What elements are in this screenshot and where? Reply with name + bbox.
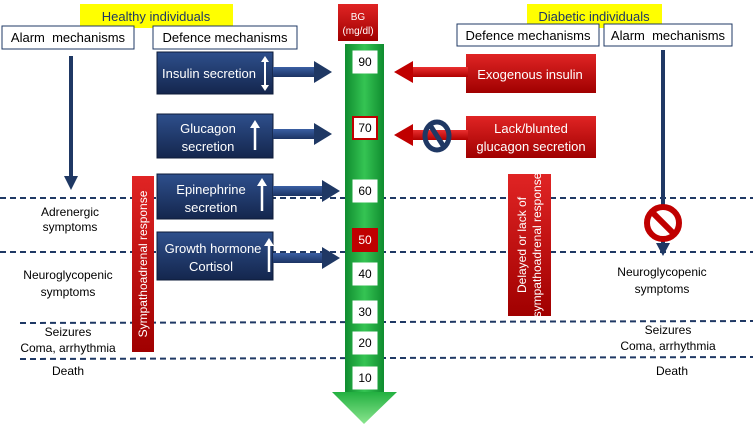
symptom-death-left: Death xyxy=(52,364,84,378)
bg-level-label: 50 xyxy=(358,233,372,247)
defence-box-glucagon: Glucagon secretion xyxy=(156,113,274,159)
defence-box-epinephrine: Epinephrine secretion xyxy=(156,173,274,220)
bg-level-label: 10 xyxy=(358,371,372,385)
bg-header-line1: BG xyxy=(351,12,366,23)
right-alarm-arrow xyxy=(656,50,670,256)
bg-levels: 90 70 60 50 40 30 20 10 xyxy=(352,50,378,390)
bg-level-40: 40 xyxy=(352,262,378,286)
defence-label-glucagon-1: Glucagon xyxy=(180,121,236,136)
left-alarm-header-box xyxy=(1,25,135,50)
up-down-arrow-icon xyxy=(261,56,269,91)
symptom-neuroglycopenic-right-2: symptoms xyxy=(635,282,690,296)
blocked-icon-glucagon xyxy=(422,119,452,153)
diabetic-title: Diabetic individuals xyxy=(538,9,650,24)
defence-box-growth-hormone: Growth hormone Cortisol xyxy=(156,231,274,281)
bg-header: BG (mg/dl) xyxy=(338,4,378,41)
bg-level-50: 50 xyxy=(352,228,378,252)
left-alarm-arrow xyxy=(64,56,78,190)
bg-level-label: 90 xyxy=(358,55,372,69)
right-defence-header-box xyxy=(456,23,600,47)
defence-arrow-glucagon xyxy=(273,123,332,145)
left-alarm-header: Alarm mechanisms xyxy=(11,30,126,45)
bg-level-box xyxy=(352,300,378,324)
bg-level-60: 60 xyxy=(352,179,378,203)
defence-arrow-lack-glucagon xyxy=(394,124,468,146)
symptom-neuroglycopenic-left-2: symptoms xyxy=(41,285,96,299)
bg-level-label: 40 xyxy=(358,267,372,281)
defence-arrow-insulin xyxy=(273,61,332,83)
defence-box-lack-glucagon: Lack/blunted glucagon secretion xyxy=(466,116,596,158)
defence-label-glucagon-2: secretion xyxy=(182,139,235,154)
symptom-death-right: Death xyxy=(656,364,688,378)
symptom-adrenergic-1: Adrenergic xyxy=(41,205,99,219)
right-alarm-header: Alarm mechanisms xyxy=(611,28,726,43)
bg-level-box xyxy=(352,50,378,74)
threshold-line-30 xyxy=(19,320,753,324)
defence-label-lack-1: Lack/blunted xyxy=(494,121,568,136)
bg-level-box xyxy=(352,179,378,203)
defence-arrow-epinephrine xyxy=(273,180,340,202)
bg-level-20: 20 xyxy=(352,331,378,355)
left-defence-header: Defence mechanisms xyxy=(163,30,288,45)
bg-level-label: 60 xyxy=(358,184,372,198)
up-arrow-icon xyxy=(264,238,274,272)
defence-arrow-exogenous xyxy=(394,61,468,83)
delayed-sympathoadrenal-box: Delayed or lack of sympathoadrenal respo… xyxy=(508,172,551,317)
defence-box-exogenous-insulin: Exogenous insulin xyxy=(466,54,596,93)
defence-label-epinephrine-2: secretion xyxy=(185,200,238,215)
symptom-seizures-left-1: Seizures xyxy=(45,325,92,339)
bg-level-box xyxy=(352,366,378,390)
bg-level-box xyxy=(352,116,378,140)
symptom-neuroglycopenic-right-1: Neuroglycopenic xyxy=(617,265,706,279)
up-arrow-icon xyxy=(257,178,267,211)
right-defence-header: Defence mechanisms xyxy=(466,28,591,43)
symptom-seizures-left-2: Coma, arrhythmia xyxy=(20,341,116,355)
bg-level-10: 10 xyxy=(352,366,378,390)
defence-label-epinephrine-1: Epinephrine xyxy=(176,182,245,197)
bg-level-label: 30 xyxy=(358,305,372,319)
symptom-seizures-right-1: Seizures xyxy=(645,323,692,337)
delayed-label-1: Delayed or lack of xyxy=(515,196,529,293)
defence-label-insulin: Insulin secretion xyxy=(162,66,256,81)
bg-level-label: 20 xyxy=(358,336,372,350)
defence-label-lack-2: glucagon secretion xyxy=(476,139,585,154)
defence-label-growth-1: Growth hormone xyxy=(165,241,262,256)
sympathoadrenal-label: Sympathoadrenal response xyxy=(136,190,150,337)
sympathoadrenal-box: Sympathoadrenal response xyxy=(132,176,154,352)
symptom-neuroglycopenic-left-1: Neuroglycopenic xyxy=(23,268,112,282)
defence-arrow-growth-hormone xyxy=(273,247,340,269)
bg-level-90: 90 xyxy=(352,50,378,74)
bg-level-label: 70 xyxy=(358,121,372,135)
bg-header-line2: (mg/dl) xyxy=(342,26,373,37)
bg-level-box xyxy=(352,331,378,355)
defence-box-insulin: Insulin secretion xyxy=(156,51,274,95)
right-alarm-header-box xyxy=(603,23,733,47)
defence-label-growth-2: Cortisol xyxy=(189,259,233,274)
threshold-line-20 xyxy=(19,356,753,360)
bg-level-30: 30 xyxy=(352,300,378,324)
healthy-title-box xyxy=(80,4,233,28)
symptom-seizures-right-2: Coma, arrhythmia xyxy=(620,339,716,353)
healthy-title: Healthy individuals xyxy=(102,9,211,24)
left-defence-header-box xyxy=(152,25,298,50)
blocked-icon-alarm xyxy=(644,204,682,242)
delayed-label-2: sympathoadrenal response xyxy=(530,172,544,317)
defence-label-exogenous: Exogenous insulin xyxy=(477,67,583,82)
symptom-adrenergic-2: symptoms xyxy=(43,220,98,234)
bg-level-box xyxy=(352,228,378,252)
up-arrow-icon xyxy=(250,120,260,150)
bg-level-70: 70 xyxy=(352,116,378,140)
bg-level-box xyxy=(352,262,378,286)
